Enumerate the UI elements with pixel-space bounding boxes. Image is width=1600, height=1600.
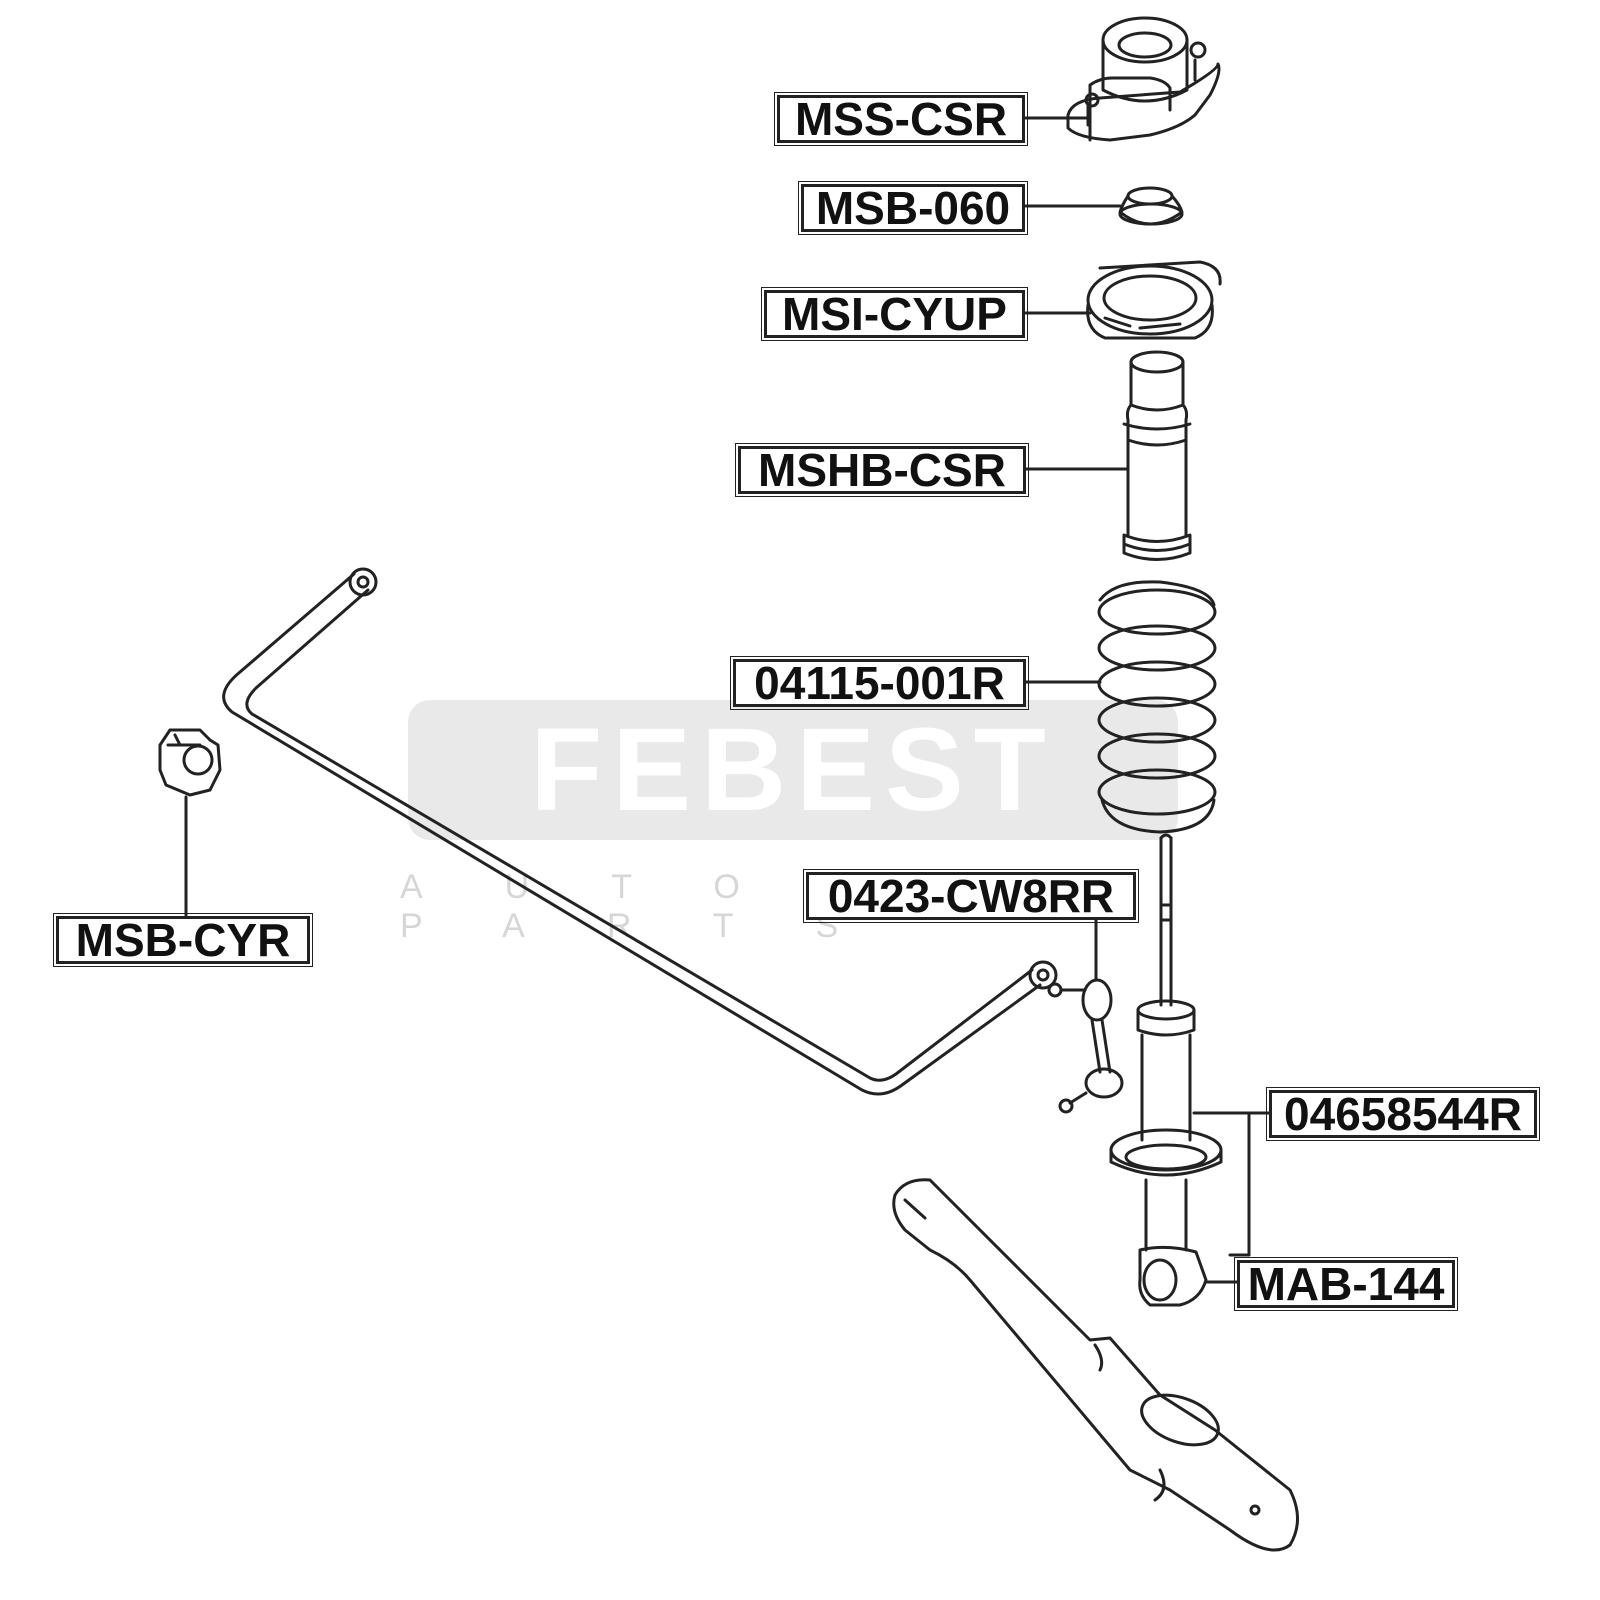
watermark-logo: FEBEST [408,700,1178,840]
label-msb-cyr: MSB-CYR [53,913,313,967]
label-mab-144: MAB-144 [1234,1257,1458,1311]
label-spring: 04115-001R [730,656,1029,710]
leader-lines [184,116,1271,1284]
strut-mount-drawing [1066,16,1221,142]
label-shock: 04658544R [1266,1087,1540,1141]
label-mshb-csr: MSHB-CSR [735,443,1029,497]
label-link: 0423-CW8RR [803,869,1139,923]
lower-arm-drawing [892,1178,1299,1552]
stabilizer-bar-drawing [222,567,1058,1096]
dust-boot-drawing [1122,350,1192,561]
bump-stop-drawing [1118,186,1184,226]
label-msi-cyup: MSI-CYUP [761,287,1028,341]
label-mss-csr: MSS-CSR [774,92,1028,146]
stabilizer-link-drawing [1047,978,1124,1114]
shock-absorber-drawing [1109,833,1223,1307]
watermark-subtitle: AUTO PARTS [400,868,921,945]
label-msb-060: MSB-060 [798,181,1028,235]
spring-isolator-drawing [1086,260,1222,340]
bushing-drawing [158,728,222,797]
coil-spring-drawing [1097,580,1217,834]
